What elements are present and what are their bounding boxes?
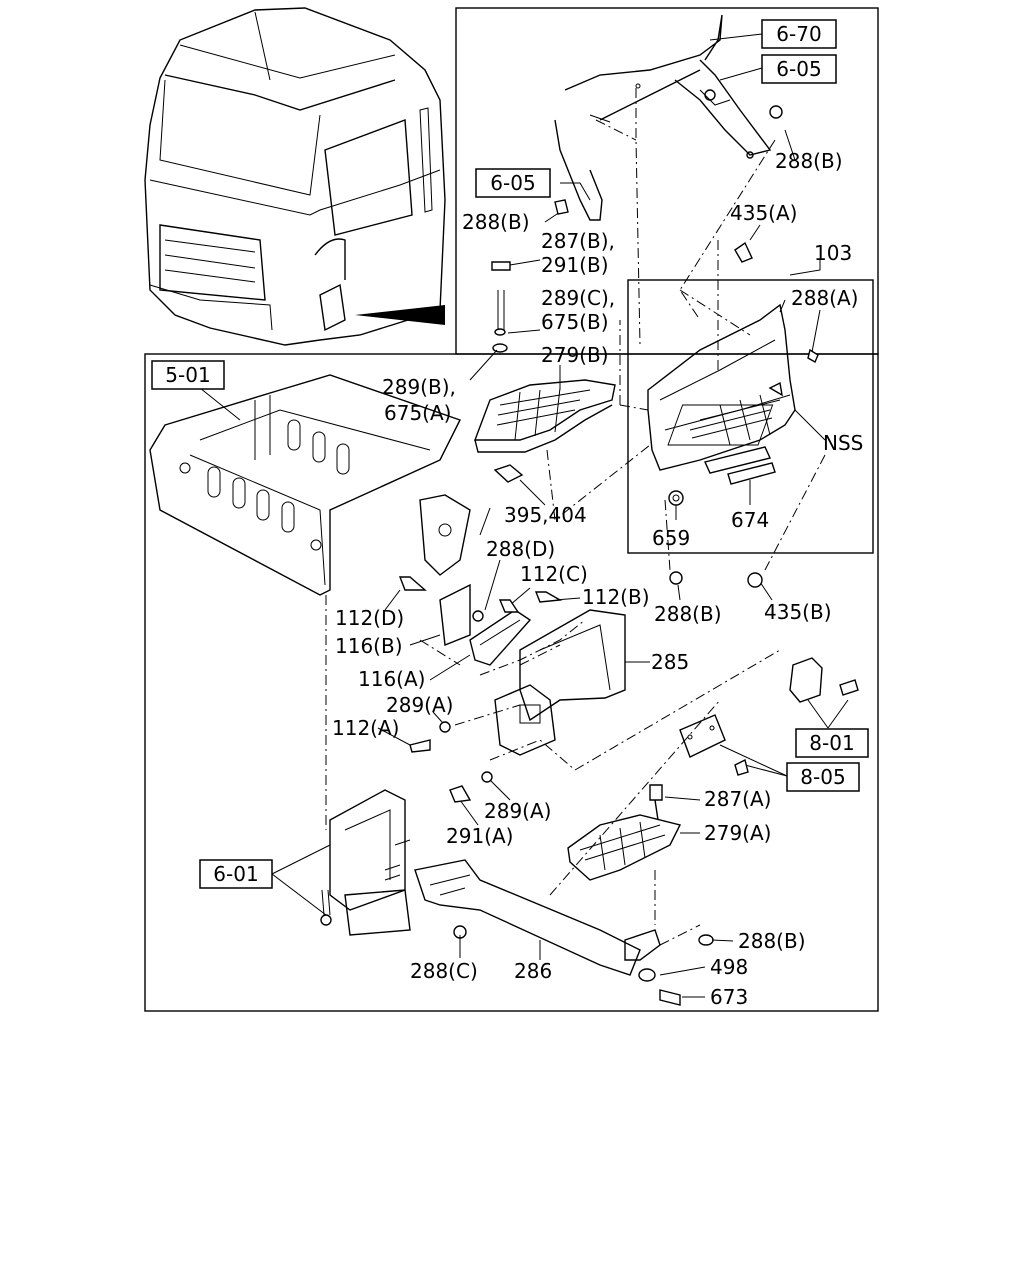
callout-291a: 291(A) xyxy=(446,824,513,848)
ref-box-6-05-left: 6-05 xyxy=(475,168,551,198)
ref-box-6-70: 6-70 xyxy=(761,19,837,49)
callout-289c: 289(C), xyxy=(541,286,615,310)
callout-435b: 435(B) xyxy=(764,600,832,624)
callout-395-404: 395,404 xyxy=(504,503,587,527)
callout-498: 498 xyxy=(710,955,748,979)
lower-step-drawing xyxy=(320,789,714,1006)
upper-right-frame xyxy=(455,7,879,355)
callout-288b-3: 288(B) xyxy=(654,602,722,626)
ref-box-8-01: 8-01 xyxy=(795,728,869,758)
cover-plates-drawing xyxy=(679,657,823,758)
callout-675b: 675(B) xyxy=(541,310,609,334)
truck-cab-illustration xyxy=(144,7,446,346)
callout-289a-2: 289(A) xyxy=(484,799,551,823)
frame-rail-drawing xyxy=(149,374,471,596)
callout-285: 285 xyxy=(651,650,689,674)
callout-289b: 289(B), xyxy=(382,375,456,399)
callout-286: 286 xyxy=(514,959,552,983)
callout-103: 103 xyxy=(814,241,852,265)
callout-288b-4: 288(B) xyxy=(738,929,806,953)
callout-288a: 288(A) xyxy=(791,286,858,310)
callout-291b: 291(B) xyxy=(541,253,609,277)
ref-5-01: 5-01 xyxy=(165,363,210,387)
ref-6-01: 6-01 xyxy=(213,862,258,886)
callout-435a: 435(A) xyxy=(730,201,797,225)
callout-nss: NSS xyxy=(823,431,863,455)
callout-675a: 675(A) xyxy=(384,401,451,425)
ref-box-5-01: 5-01 xyxy=(151,360,225,390)
ref-box-8-05: 8-05 xyxy=(786,762,860,792)
callout-288b-2: 288(B) xyxy=(462,210,530,234)
callout-659: 659 xyxy=(652,526,690,550)
callout-112d: 112(D) xyxy=(335,606,404,630)
reference-boxes: 6-70 6-05 6-05 5-01 8-01 8-05 6-01 xyxy=(151,19,869,889)
ref-box-6-01: 6-01 xyxy=(199,859,273,889)
callout-288d: 288(D) xyxy=(486,537,555,561)
callout-116b: 116(B) xyxy=(335,634,403,658)
cab-inset-mask xyxy=(146,8,455,353)
ref-box-6-05-top: 6-05 xyxy=(761,54,837,84)
hardware-parts xyxy=(398,105,859,803)
leader-lines xyxy=(325,88,826,946)
ref-8-05: 8-05 xyxy=(800,765,845,789)
callout-287a: 287(A) xyxy=(704,787,771,811)
callout-288b-1: 288(B) xyxy=(775,149,843,173)
callout-288c: 288(C) xyxy=(410,959,478,983)
callout-112a: 112(A) xyxy=(332,716,399,740)
callout-673: 673 xyxy=(710,985,748,1009)
nss-step-drawing xyxy=(647,303,819,506)
upper-step-drawing xyxy=(473,261,616,483)
upper-bracket-drawing xyxy=(554,14,772,221)
callout-279b: 279(B) xyxy=(541,343,609,367)
callout-116a: 116(A) xyxy=(358,667,425,691)
callout-279a: 279(A) xyxy=(704,821,771,845)
callout-674: 674 xyxy=(731,508,769,532)
ref-6-05-left: 6-05 xyxy=(490,171,535,195)
callout-112b: 112(B) xyxy=(582,585,650,609)
callout-289a-1: 289(A) xyxy=(386,693,453,717)
ref-6-70: 6-70 xyxy=(776,22,821,46)
step-bracket-drawing xyxy=(439,583,626,783)
callout-112c: 112(C) xyxy=(520,562,588,586)
part-callouts: 288(B) 288(B) 435(A) 287(B), 291(B) 103 … xyxy=(332,149,863,1009)
ref-8-01: 8-01 xyxy=(809,731,854,755)
ref-6-05-top: 6-05 xyxy=(776,57,821,81)
callout-287b: 287(B), xyxy=(541,229,615,253)
nss-inset-frame xyxy=(627,279,874,554)
